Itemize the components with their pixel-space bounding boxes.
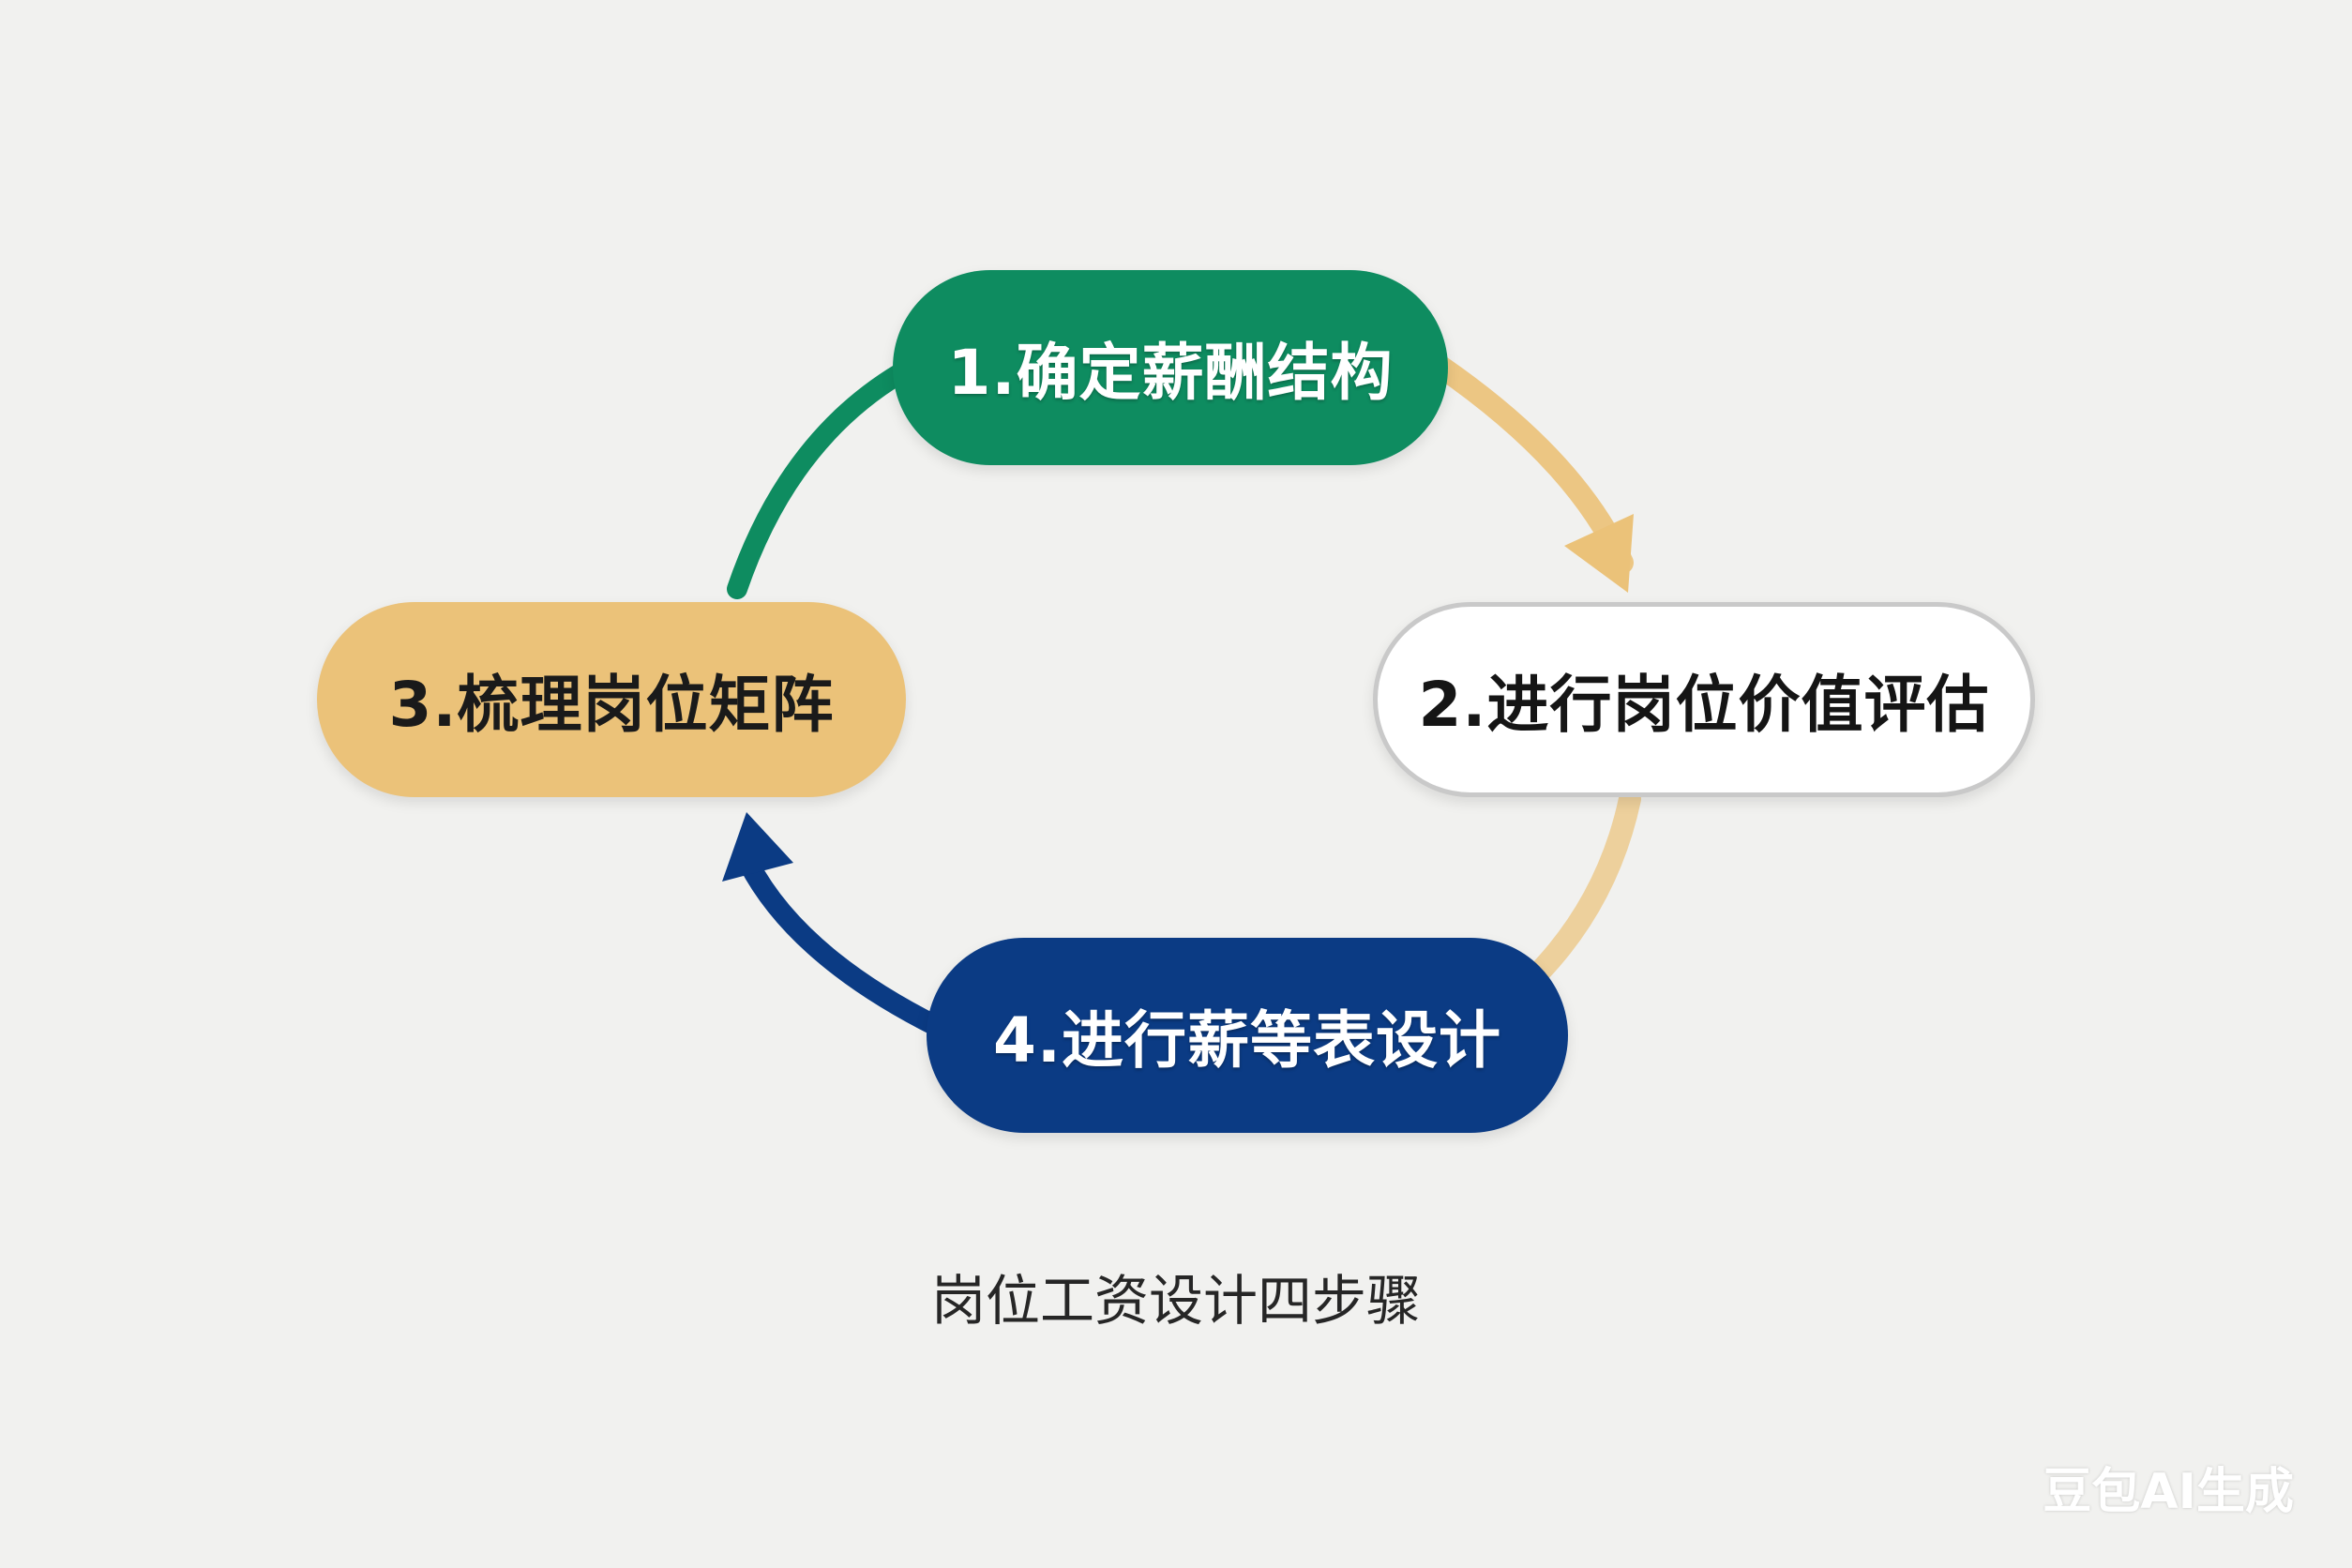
step-4-label: 4.进行薪等表设计 [993,1004,1501,1077]
step-4-node: 4.进行薪等表设计 [927,938,1568,1133]
connector-4-to-3-arrowhead [722,812,793,882]
step-2-node: 2.进行岗位价值评估 [1373,602,2035,797]
step-3-node: 3.梳理岗位矩阵 [317,602,906,797]
diagram-caption: 岗位工资设计四步骤 [930,1269,1421,1333]
connector-4-to-3 [738,852,948,1037]
ai-watermark: 豆包AI生成 [2043,1464,2294,1520]
step-3-label: 3.梳理岗位矩阵 [388,669,835,741]
step-2-label: 2.进行岗位价值评估 [1418,669,1990,741]
step-1-label: 1.确定薪酬结构 [947,337,1394,409]
connector-3-to-1 [727,363,911,599]
connector-1-to-2-arrowhead [1564,514,1634,593]
connector-2-to-4 [1527,788,1641,985]
step-1-node: 1.确定薪酬结构 [893,270,1448,465]
